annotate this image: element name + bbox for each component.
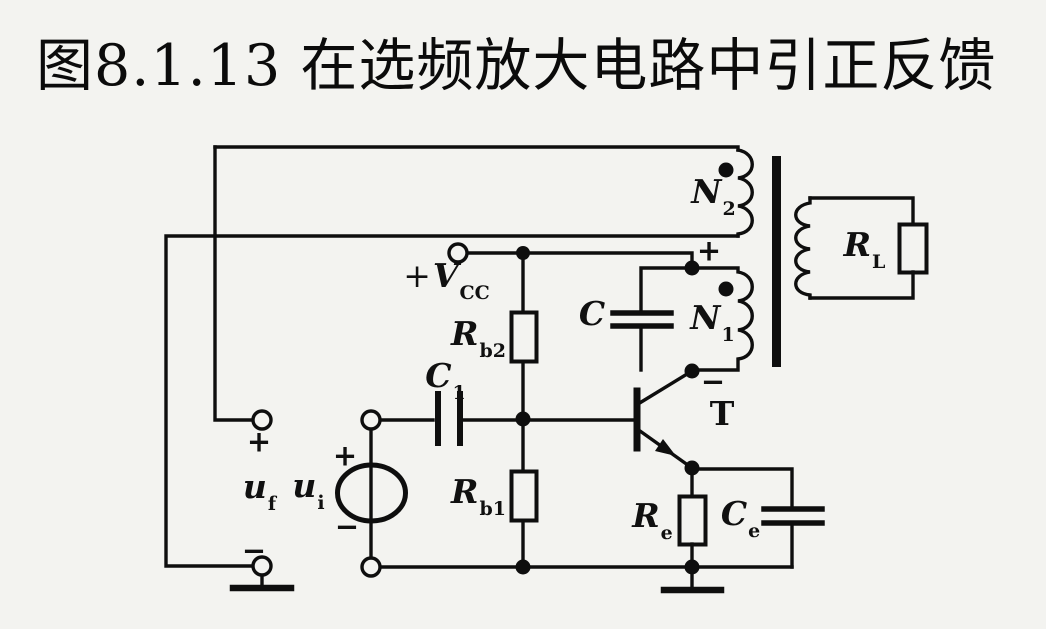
label-vcc: +VCC bbox=[403, 256, 490, 304]
ground-symbol-right bbox=[660, 572, 725, 594]
rb2-resistor bbox=[509, 310, 539, 364]
c1-capacitor bbox=[378, 391, 635, 446]
polarity-dots bbox=[718, 162, 734, 297]
uf-minus-sign: − bbox=[241, 533, 267, 568]
n2-winding-coil bbox=[736, 148, 754, 238]
ground-symbol-left bbox=[229, 573, 295, 592]
figure-title: 图8.1.13 在选频放大电路中引正反馈 bbox=[36, 33, 997, 99]
uf-plus-terminal bbox=[251, 409, 273, 431]
ui-top-terminal bbox=[360, 409, 382, 431]
label-uf: uf bbox=[242, 467, 277, 515]
feedback-wire-bottom bbox=[164, 234, 740, 568]
transistor-symbol bbox=[633, 368, 695, 471]
label-ui: ui bbox=[292, 466, 325, 514]
label-rl: RL bbox=[843, 225, 886, 273]
re-resistor bbox=[677, 466, 708, 569]
n1-polarity-dot bbox=[718, 281, 734, 297]
ui-plus-sign: + bbox=[332, 438, 358, 473]
ce-capacitor bbox=[690, 467, 825, 569]
label-transistor: T bbox=[709, 394, 735, 434]
junction-dots bbox=[515, 246, 700, 575]
terminals bbox=[251, 242, 469, 578]
n1-winding-coil bbox=[690, 266, 754, 372]
rb1-resistor bbox=[509, 417, 539, 569]
ui-minus-sign: − bbox=[334, 509, 360, 544]
uf-plus-sign: + bbox=[246, 424, 272, 459]
n1-minus-sign: − bbox=[700, 364, 726, 399]
transformer-core-bar bbox=[772, 156, 781, 367]
load-loop bbox=[808, 196, 929, 300]
label-rb1: Rb1 bbox=[451, 472, 506, 520]
label-n1: N1 bbox=[690, 298, 735, 346]
label-n2: N2 bbox=[691, 172, 736, 220]
n1-plus-sign: + bbox=[696, 233, 722, 268]
ui-bottom-terminal bbox=[360, 556, 382, 578]
label-c1: C1 bbox=[425, 356, 466, 404]
n2-polarity-dot bbox=[718, 162, 734, 178]
label-c: C bbox=[578, 294, 606, 334]
ui-source bbox=[335, 427, 408, 560]
capacitor-c-branch bbox=[610, 266, 694, 372]
label-rb2: Rb2 bbox=[451, 314, 506, 362]
secondary-winding-coil bbox=[794, 196, 812, 300]
label-re: Re bbox=[632, 496, 673, 544]
vcc-terminal bbox=[447, 242, 469, 264]
uf-minus-terminal bbox=[251, 555, 273, 577]
label-ce: Ce bbox=[720, 494, 761, 542]
